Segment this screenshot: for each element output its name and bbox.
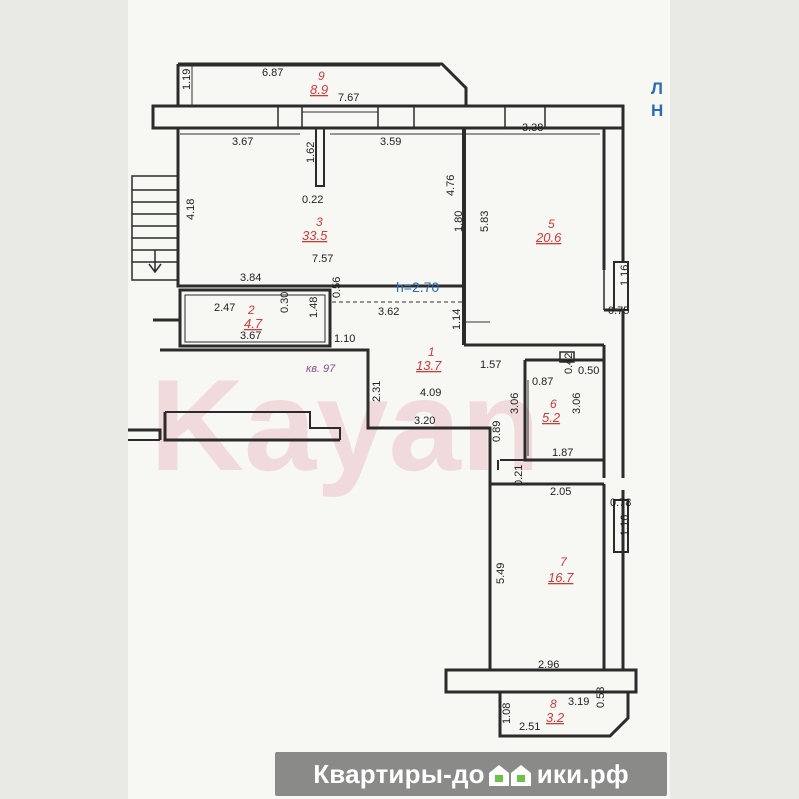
apartment-label: кв. 97 xyxy=(306,363,336,375)
dim-label: 0.30 xyxy=(279,292,291,313)
dim-label: 4.76 xyxy=(445,175,457,196)
dim-label: 0.22 xyxy=(302,194,323,206)
dim-label: 3.62 xyxy=(378,306,399,318)
dim-label: 2.96 xyxy=(538,659,559,671)
room-number: 7 xyxy=(560,555,568,569)
room-area: 8.9 xyxy=(310,82,328,97)
room-area: 16.7 xyxy=(548,570,574,585)
room-area: 20.6 xyxy=(535,230,562,245)
dim-label: 1.80 xyxy=(453,211,465,232)
stairs xyxy=(131,175,179,281)
dim-label: 0.50 xyxy=(578,365,599,377)
room-area: 33.5 xyxy=(302,228,328,243)
dim-label: 1.14 xyxy=(451,309,463,330)
dim-label: 3.06 xyxy=(571,393,583,414)
room-number: 9 xyxy=(318,69,325,83)
walls xyxy=(128,62,638,738)
dim-label: 3.06 xyxy=(509,393,521,414)
dim-label: 3.20 xyxy=(414,415,435,427)
watermark: Kayan xyxy=(150,352,540,498)
banner-text-right: ики.рф xyxy=(536,758,629,789)
dim-label: 5.83 xyxy=(479,211,491,232)
dim-label: 0.78 xyxy=(610,497,631,509)
dim-label: 0.75 xyxy=(608,305,629,317)
dim-label: 0.53 xyxy=(595,687,607,708)
watermark-banner: Квартиры-до ики.рф xyxy=(275,752,667,796)
side-text-1: Л xyxy=(651,79,663,98)
dim-label: 1.57 xyxy=(480,359,501,371)
dim-label: 2.31 xyxy=(371,381,383,402)
dim-label: 2.47 xyxy=(214,302,235,314)
dim-label: 0.56 xyxy=(331,277,343,298)
dim-label: 4.18 xyxy=(185,199,197,220)
room-number: 3 xyxy=(316,215,323,229)
ceiling-height-label: h=2.70 xyxy=(396,279,439,295)
dim-label: 1.16 xyxy=(619,515,631,536)
room-area: 4.7 xyxy=(244,316,263,331)
dim-label: 3.38 xyxy=(522,122,543,134)
room-area: 5.2 xyxy=(542,410,561,425)
dim-label: 1.62 xyxy=(305,142,317,163)
side-text-2: Н xyxy=(651,101,663,120)
dim-label: 1.19 xyxy=(181,69,193,90)
dim-label: 3.19 xyxy=(568,696,589,708)
houses-logo-icon xyxy=(488,765,531,786)
room-number: 2 xyxy=(247,303,255,317)
dim-label: 1.16 xyxy=(619,265,631,286)
dim-label: 1.87 xyxy=(552,447,573,459)
dimension-labels: 6.87 1.19 7.67 3.67 3.59 1.62 3.38 0.22 … xyxy=(181,67,631,733)
dimension-lines xyxy=(180,64,600,456)
dim-label: 2.51 xyxy=(519,721,540,733)
dim-label: 3.67 xyxy=(232,136,253,148)
plan-sheet xyxy=(128,0,670,799)
room-number: 5 xyxy=(548,217,555,231)
dim-label: 1.08 xyxy=(501,703,513,724)
dim-label: 0.87 xyxy=(532,376,553,388)
dim-label: 7.57 xyxy=(312,253,333,265)
dim-label: 2.05 xyxy=(550,486,571,498)
dim-label: 3.59 xyxy=(380,136,401,148)
banner-text-left: Квартиры-до xyxy=(313,758,485,789)
room-number: 8 xyxy=(550,697,557,711)
room-area: 13.7 xyxy=(416,358,442,373)
dim-label: 4.09 xyxy=(420,387,441,399)
room-number: 1 xyxy=(428,345,435,359)
dim-label: 5.49 xyxy=(495,563,507,584)
dim-label: 0.89 xyxy=(491,421,503,442)
dim-label: 1.48 xyxy=(308,297,320,318)
room-labels: 9 8.9 3 33.5 5 20.6 2 4.7 1 13.7 6 5.2 7… xyxy=(244,69,574,725)
dim-label: 0.21 xyxy=(513,465,525,486)
dim-label: 6.87 xyxy=(262,67,283,79)
dim-label: 1.10 xyxy=(334,333,355,345)
dim-label: 7.67 xyxy=(338,92,359,104)
room-area: 3.2 xyxy=(546,710,565,725)
dim-label: 3.67 xyxy=(240,330,261,342)
dim-label: 3.84 xyxy=(240,272,261,284)
dim-label: 0.42 xyxy=(563,353,575,374)
room-number: 6 xyxy=(550,397,557,411)
